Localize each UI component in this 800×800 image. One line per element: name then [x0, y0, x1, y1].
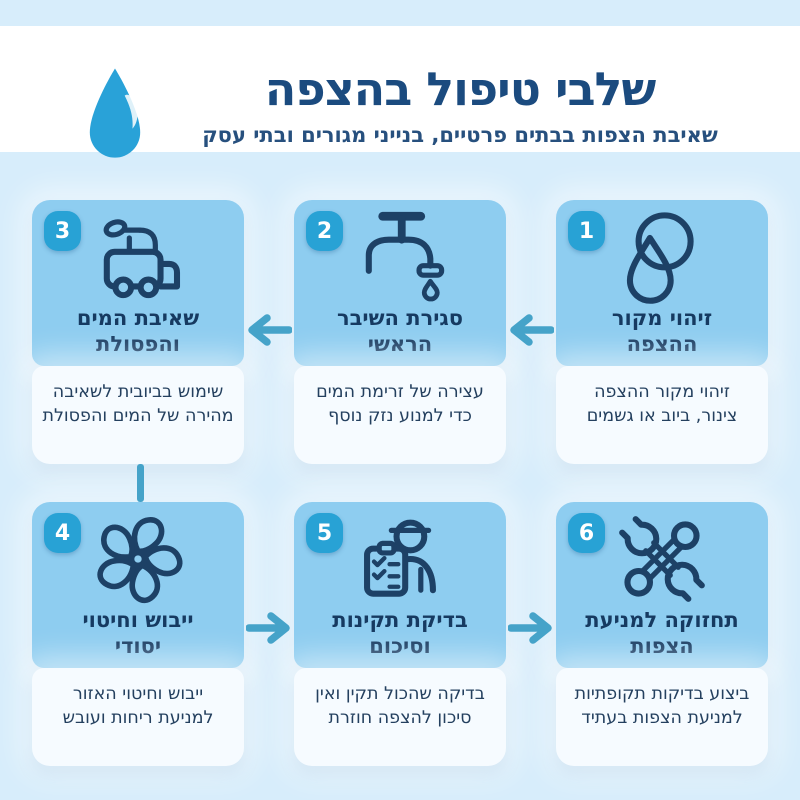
step-card-1: 1 זיהוי מקור ההצפה זיהוי מקור ההצפה צינו… [556, 200, 768, 464]
water-source-icon [610, 205, 714, 309]
faucet-icon [348, 205, 452, 309]
connector-step3-to-step4 [137, 464, 144, 502]
step-4-number-badge: 4 [44, 513, 81, 553]
header: שלבי טיפול בהצפה שאיבת הצפות בבתים פרטיי… [0, 26, 800, 158]
step-4-description: ייבוש וחיטוי האזור למניעת ריחות ועובש [32, 668, 244, 766]
step-6-number-badge: 6 [568, 513, 605, 553]
step-3-description: שימוש בביובית לשאיבה מהירה של המים והפסו… [32, 366, 244, 464]
vacuum-truck-icon [86, 205, 190, 309]
step-2-title: סגירת השיבר הראשי [336, 306, 464, 356]
step-5-panel: 5 [294, 502, 506, 668]
step-2-number-badge: 2 [306, 211, 343, 251]
maintenance-tools-icon [610, 507, 714, 611]
page-title: שלבי טיפול בהצפה [264, 62, 657, 116]
step-1-title: זיהוי מקור ההצפה [611, 306, 713, 356]
step-card-5: 5 [294, 502, 506, 766]
step-4-title: ייבוש וחיטוי יסודי [82, 608, 194, 658]
step-1-panel: 1 זיהוי מקור ההצפה [556, 200, 768, 366]
step-2-description: עצירה של זרימת המים כדי למנוע נזק נוסף [294, 366, 506, 464]
fan-icon [86, 507, 190, 611]
water-drop-icon [84, 66, 146, 166]
arrow-step5-to-step6-icon [508, 611, 554, 645]
step-5-number-badge: 5 [306, 513, 343, 553]
step-card-3: 3 שאיבת המים והפסול [32, 200, 244, 464]
arrow-step4-to-step5-icon [246, 611, 292, 645]
step-3-title: שאיבת המים והפסולת [76, 306, 200, 356]
page-subtitle: שאיבת הצפות בבתים פרטיים, בנייני מגורים … [202, 122, 718, 147]
step-1-description: זיהוי מקור ההצפה צינור, ביוב או גשמים [556, 366, 768, 464]
step-card-2: 2 סגירת השיבר הראשי עצירה של זרימת [294, 200, 506, 464]
step-2-panel: 2 סגירת השיבר הראשי [294, 200, 506, 366]
step-1-number-badge: 1 [568, 211, 605, 251]
step-3-number-badge: 3 [44, 211, 81, 251]
step-6-title: תחזוקה למניעת הצפות [585, 608, 739, 658]
step-4-panel: 4 ייבוש וחיטוי יסודי [32, 502, 244, 668]
step-6-panel: 6 [556, 502, 768, 668]
step-3-panel: 3 שאיבת המים והפסול [32, 200, 244, 366]
step-5-title: בדיקת תקינות וסיכום [332, 608, 468, 658]
step-card-6: 6 [556, 502, 768, 766]
step-card-4: 4 ייבוש וחיטוי יסודי י [32, 502, 244, 766]
step-5-description: בדיקה שהכול תקין ואין סיכון להצפה חוזרת [294, 668, 506, 766]
arrow-step1-to-step2-icon [508, 313, 554, 347]
arrow-step2-to-step3-icon [246, 313, 292, 347]
inspection-checklist-icon [348, 507, 452, 611]
step-6-description: ביצוע בדיקות תקופתיות למניעת הצפות בעתיד [556, 668, 768, 766]
